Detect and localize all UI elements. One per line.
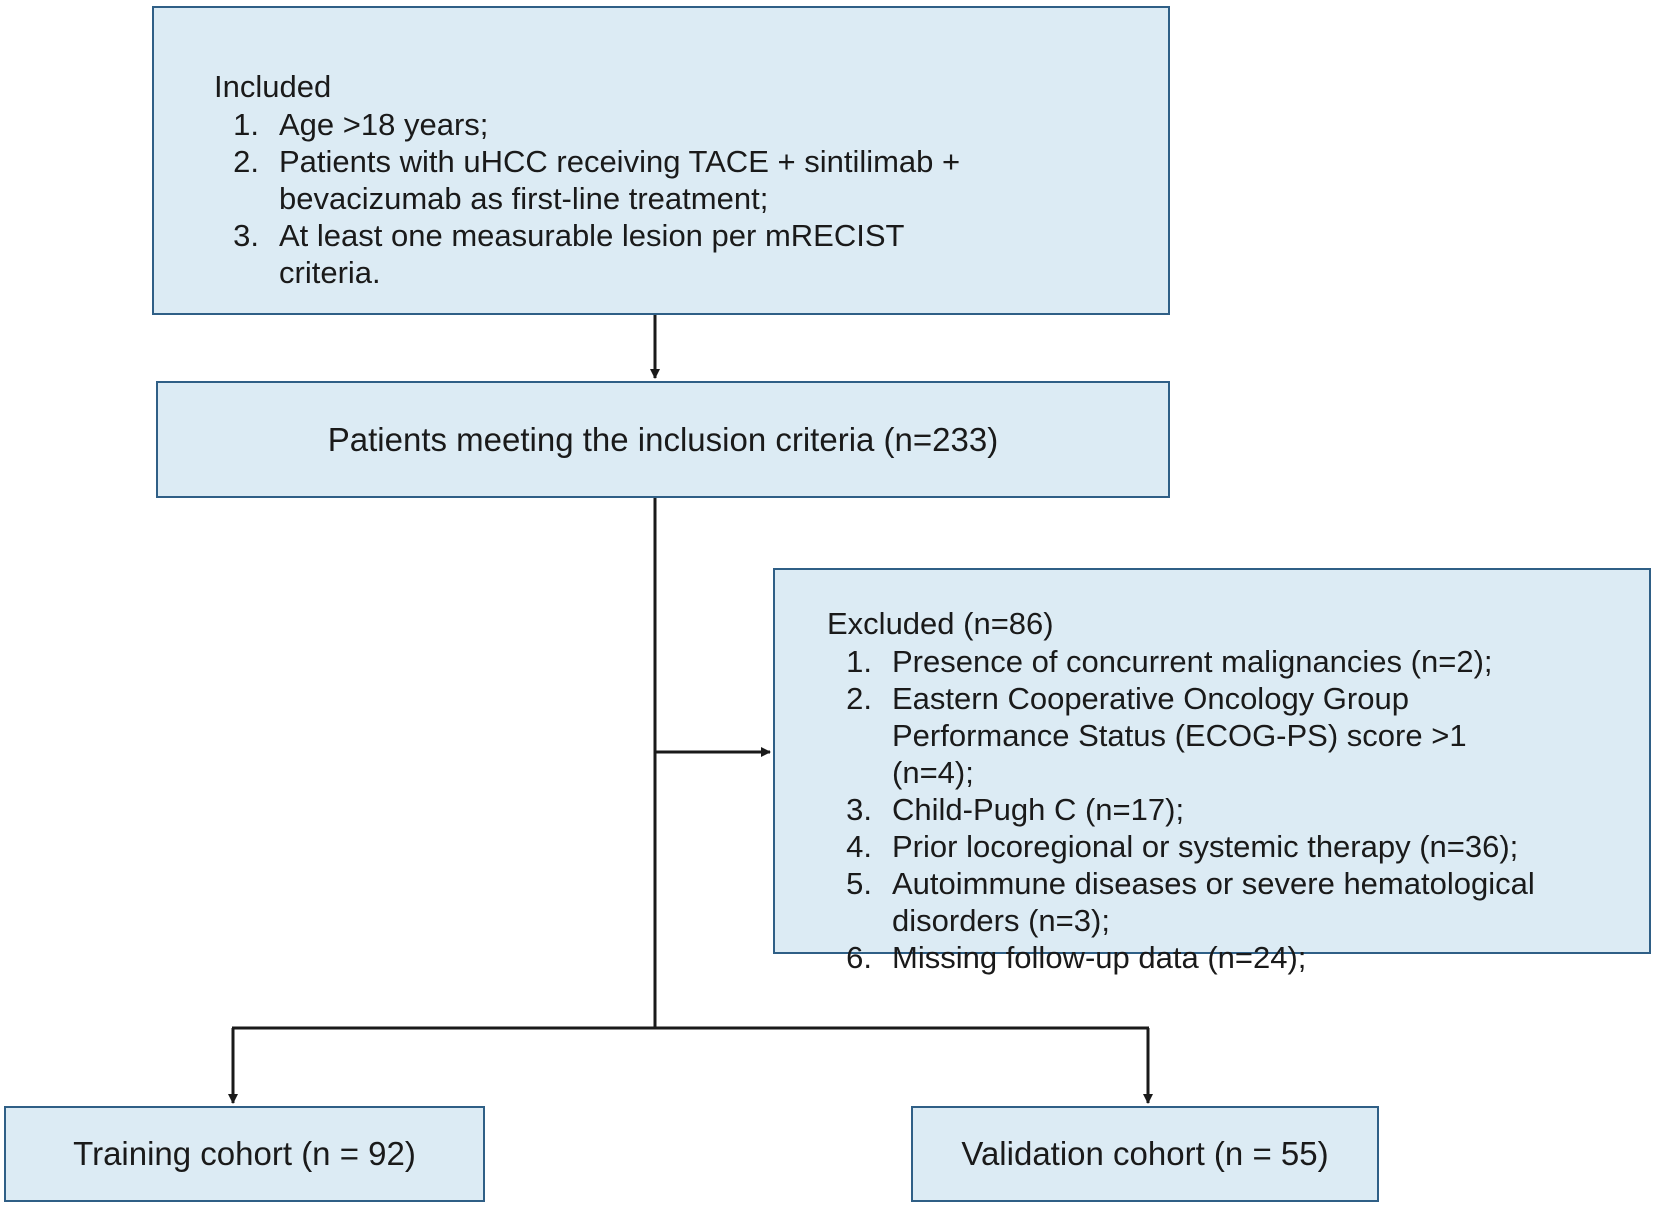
validation-cohort-label: Validation cohort (n = 55) (961, 1135, 1329, 1172)
training-cohort-box: Training cohort (n = 92) (4, 1106, 485, 1202)
list-item: 2.Patients with uHCC receiving TACE + si… (233, 144, 961, 216)
excluded-box: Excluded (n=86) 1.Presence of concurrent… (773, 568, 1651, 975)
included-title: Included (214, 69, 332, 104)
included-list: 1.Age >18 years; 2.Patients with uHCC re… (214, 106, 974, 291)
inclusion-box: Patients meeting the inclusion criteria … (156, 381, 1170, 498)
excluded-list: 1.Presence of concurrent malignancies (n… (827, 643, 1547, 976)
list-item: 1.Presence of concurrent malignancies (n… (846, 644, 1493, 679)
list-item: 2.Eastern Cooperative Oncology Group Per… (846, 681, 1467, 790)
list-item: 3.Child-Pugh C (n=17); (846, 792, 1185, 827)
excluded-title: Excluded (n=86) (827, 606, 1054, 641)
inclusion-label: Patients meeting the inclusion criteria … (327, 420, 999, 458)
included-box: Included 1.Age >18 years; 2.Patients wit… (152, 6, 1170, 315)
list-item: 1.Age >18 years; (233, 107, 489, 142)
list-item: 3.At least one measurable lesion per mRE… (233, 218, 904, 290)
validation-cohort-box: Validation cohort (n = 55) (911, 1106, 1379, 1202)
training-cohort-label: Training cohort (n = 92) (73, 1135, 416, 1172)
list-item: 4.Prior locoregional or systemic therapy… (846, 829, 1519, 864)
list-item: 5.Autoimmune diseases or severe hematolo… (846, 866, 1535, 938)
list-item: 6.Missing follow-up data (n=24); (846, 940, 1307, 975)
